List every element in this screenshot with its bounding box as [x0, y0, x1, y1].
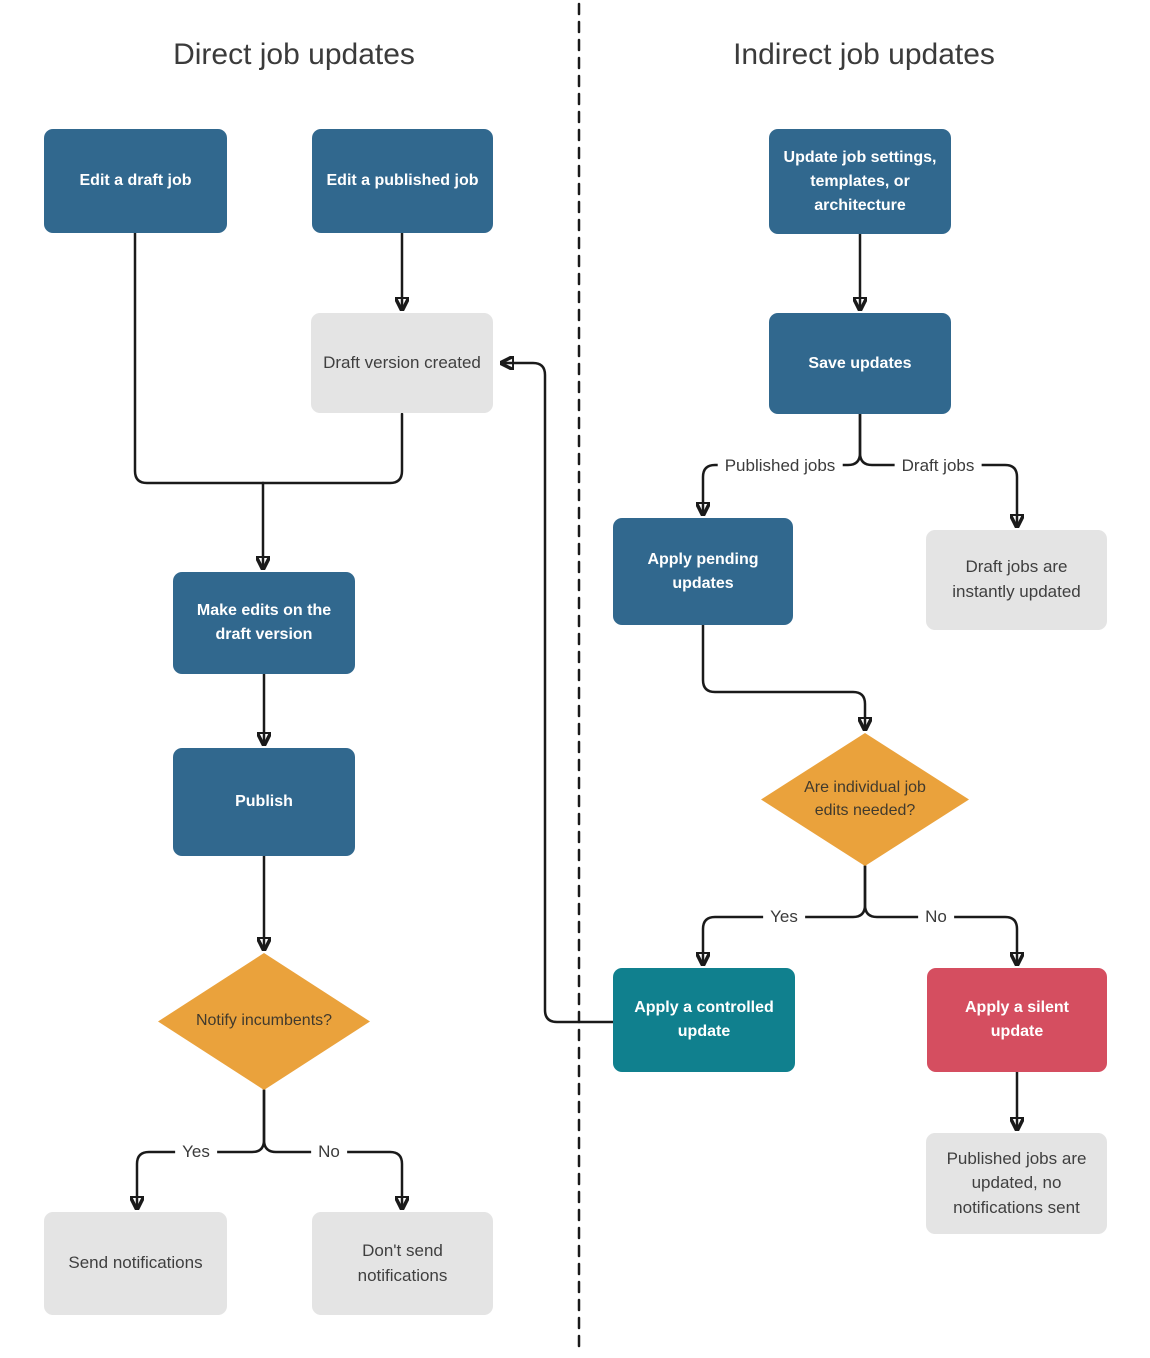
node-edit-published-job: Edit a published job: [312, 129, 493, 233]
node-draft-jobs-instantly-updated: Draft jobs are instantly updated: [926, 530, 1107, 630]
node-draft-version-created: Draft version created: [311, 313, 493, 413]
node-apply-pending-updates: Apply pending updates: [613, 518, 793, 625]
node-edit-draft-job: Edit a draft job: [44, 129, 227, 233]
node-label: Apply a silent update: [964, 999, 1070, 1040]
node-label: Update job settings, templates, or archi…: [783, 148, 937, 214]
node-save-updates: Save updates: [769, 313, 951, 414]
edge-label-no-left: No: [311, 1142, 347, 1162]
right-section-title: Indirect job updates: [733, 38, 995, 71]
edge-label-no-right: No: [918, 907, 954, 927]
edge-controlled-to-draftversion: [504, 363, 615, 1024]
node-label: Apply pending updates: [647, 550, 759, 592]
node-label: Apply a controlled update: [634, 999, 774, 1040]
node-label: Edit a draft job: [79, 172, 192, 189]
node-published-jobs-updated: Published jobs are updated, no notificat…: [926, 1133, 1107, 1234]
node-label: Publish: [235, 793, 293, 810]
node-send-notifications: Send notifications: [44, 1212, 227, 1315]
node-label: Send notifications: [68, 1253, 203, 1273]
edge-draftversion-to-merge: [261, 412, 404, 485]
node-label: Save updates: [808, 354, 912, 372]
edge-label-yes-left: Yes: [175, 1142, 217, 1162]
node-publish: Publish: [173, 748, 355, 856]
node-apply-silent-update: Apply a silent update: [927, 968, 1107, 1072]
node-update-job-settings: Update job settings, templates, or archi…: [769, 129, 951, 234]
edge-label-published-jobs: Published jobs: [717, 456, 843, 476]
node-dont-send-notifications: Don't send notifications: [312, 1212, 493, 1315]
node-label: Draft version created: [323, 352, 481, 372]
edge-draftjob-to-merge: [133, 231, 265, 485]
node-label: Draft jobs are instantly updated: [952, 557, 1081, 601]
node-label: Are individual job edits needed?: [804, 779, 926, 819]
node-label: Make edits on the draft version: [196, 602, 332, 643]
edge-pending-to-decision: [701, 623, 865, 727]
edge-label-yes-right: Yes: [763, 907, 805, 927]
left-section-title: Direct job updates: [173, 38, 415, 71]
node-apply-controlled-update: Apply a controlled update: [613, 968, 795, 1072]
edge-label-draft-jobs: Draft jobs: [894, 456, 982, 476]
node-label: Edit a published job: [326, 172, 479, 189]
node-label: Notify incumbents?: [195, 1012, 333, 1030]
node-make-edits: Make edits on the draft version: [173, 572, 355, 674]
node-label: Published jobs are updated, no notificat…: [946, 1148, 1087, 1217]
node-label: Don't send notifications: [357, 1240, 448, 1285]
